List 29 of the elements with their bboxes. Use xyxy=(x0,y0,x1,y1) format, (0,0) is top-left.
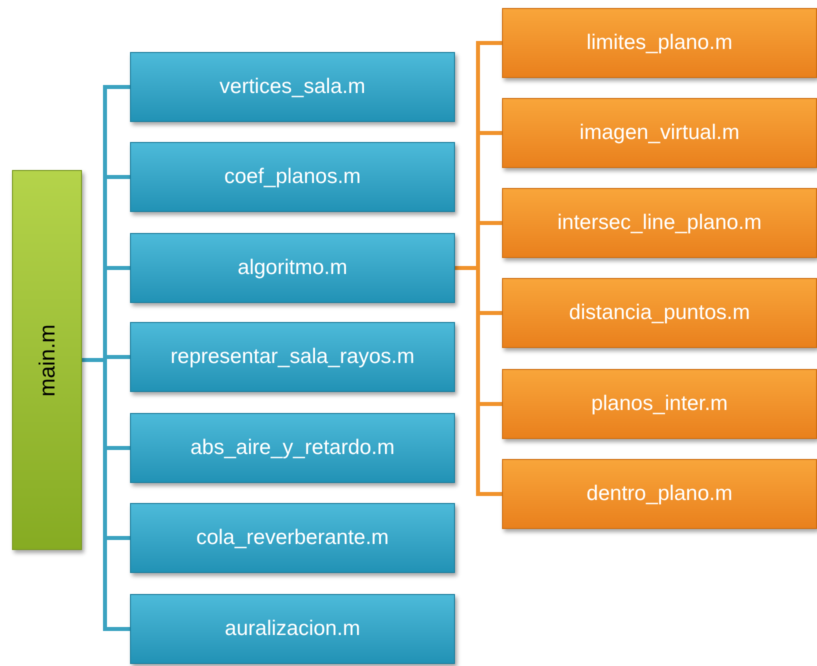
module-box xyxy=(502,98,817,168)
module-box xyxy=(130,322,455,392)
module-name: algoritmo.m xyxy=(238,255,348,282)
module-name: distancia_puntos.m xyxy=(569,300,750,326)
module-name: intersec_line_plano.m xyxy=(557,210,762,236)
module-box xyxy=(130,413,455,483)
module-box xyxy=(130,503,455,573)
module-box xyxy=(130,233,455,303)
module-box xyxy=(130,52,455,122)
module-name: vertices_sala.m xyxy=(220,74,366,100)
module-name: representar_sala_rayos.m xyxy=(170,344,414,370)
module-name: coef_planos.m xyxy=(224,164,361,190)
module-box xyxy=(502,188,817,258)
connector-line xyxy=(82,358,130,631)
module-name: imagen_virtual.m xyxy=(580,120,740,146)
module-name: cola_reverberante.m xyxy=(196,525,389,552)
module-name: limites_plano.m xyxy=(586,30,732,56)
module-name: abs_aire_y_retardo.m xyxy=(190,435,395,462)
module-name: auralizacion.m xyxy=(224,616,360,642)
module-box xyxy=(502,369,817,439)
module-box xyxy=(130,142,455,212)
module-name: dentro_plano.m xyxy=(586,481,732,508)
module-name: main.m xyxy=(34,324,60,396)
root-box xyxy=(12,170,82,550)
module-box xyxy=(502,8,817,78)
module-name: planos_inter.m xyxy=(591,391,728,418)
module-box xyxy=(130,594,455,664)
module-box xyxy=(502,459,817,529)
module-box xyxy=(502,278,817,348)
